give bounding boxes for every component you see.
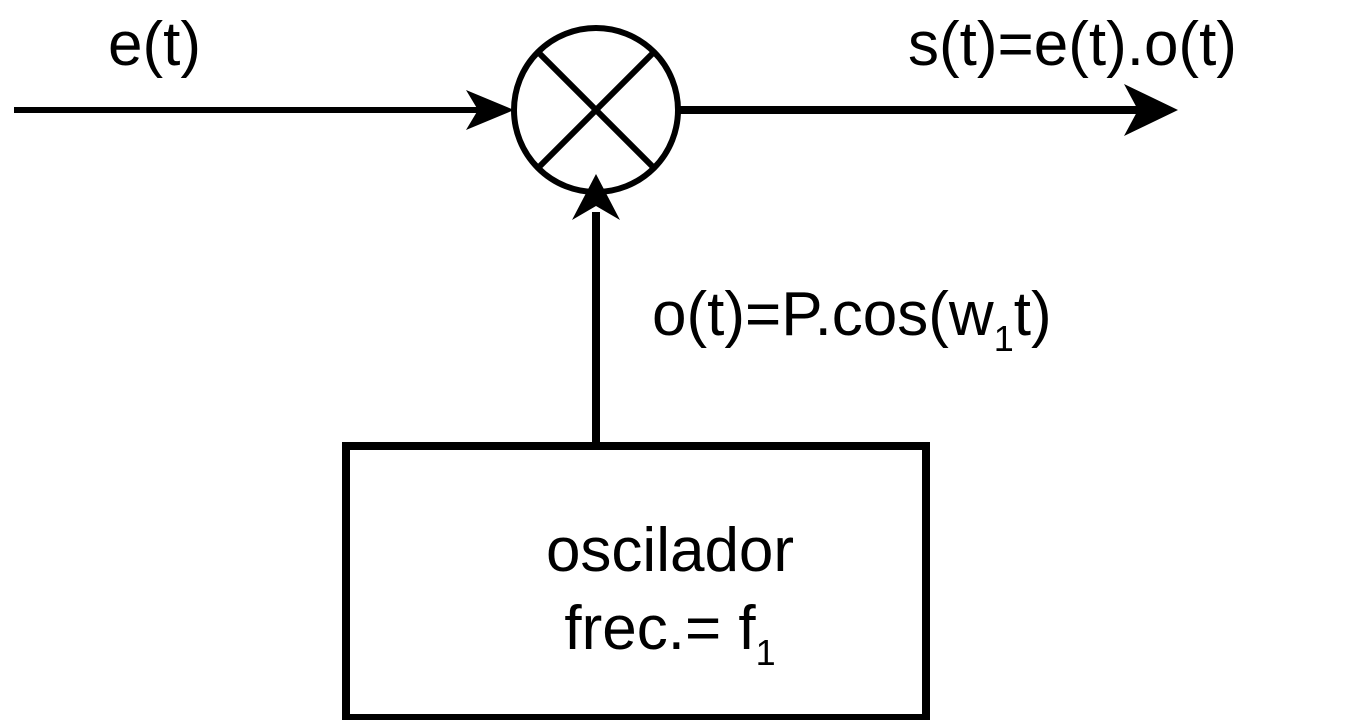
oscillator-frequency-subscript: 1: [755, 632, 776, 673]
input-arrowhead: [466, 90, 514, 130]
output-signal-label: s(t)=e(t).o(t): [908, 10, 1237, 79]
oscillator-block-text: oscilador frec.= f1: [460, 512, 880, 671]
oscillator-arrowhead: [572, 174, 620, 220]
oscillator-block-frequency: frec.= f1: [460, 590, 880, 671]
input-signal-label: e(t): [108, 10, 201, 79]
output-arrowhead: [1124, 84, 1178, 136]
oscillator-block-title: oscilador: [545, 516, 795, 585]
multiplier-circle-x-icon: [511, 25, 681, 195]
oscillator-signal-tail: t): [1013, 280, 1052, 349]
oscillator-frequency-main: frec.= f: [564, 594, 756, 663]
oscillator-signal-main: o(t)=P.cos(w: [652, 280, 994, 349]
oscillator-block: [342, 442, 930, 720]
oscillator-signal-subscript: 1: [993, 318, 1014, 359]
oscillator-signal-label: o(t)=P.cos(w1t): [652, 284, 1052, 357]
